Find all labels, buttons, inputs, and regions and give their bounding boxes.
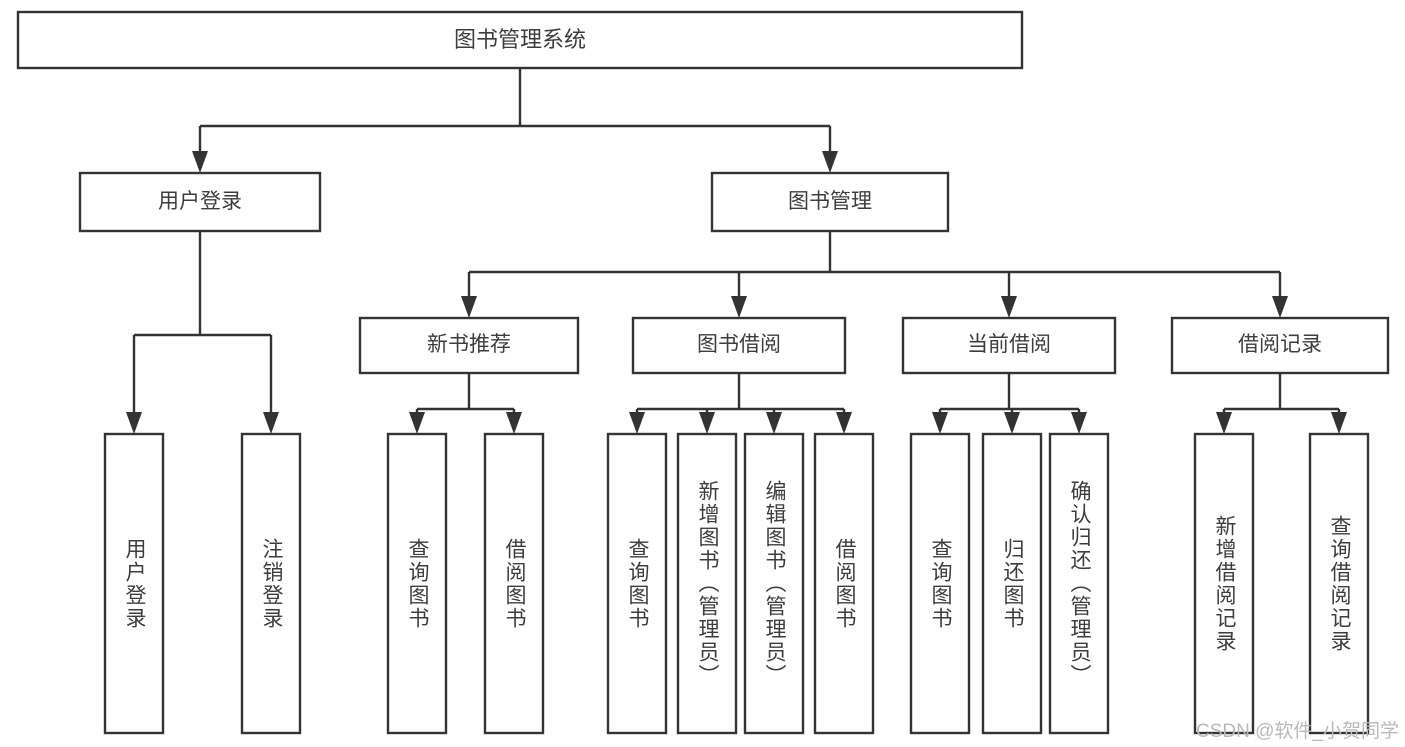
node-leaf-query-book-1[interactable] <box>386 432 448 735</box>
node-root-system[interactable] <box>16 10 1024 70</box>
node-book-borrow[interactable] <box>631 316 847 375</box>
arrow-head-icon <box>461 296 477 318</box>
node-leaf-confirm-return[interactable] <box>1048 432 1110 735</box>
node-borrow-record[interactable] <box>1170 316 1390 375</box>
arrow-head-icon <box>1331 412 1347 434</box>
connectors-layer <box>126 68 1347 434</box>
node-leaf-add-book[interactable] <box>676 432 738 735</box>
arrow-head-icon <box>836 412 852 434</box>
node-leaf-edit-book[interactable] <box>743 432 805 735</box>
node-book-manage[interactable] <box>710 171 950 233</box>
arrow-head-icon <box>506 412 522 434</box>
arrow-head-icon <box>126 412 142 434</box>
node-leaf-query-book-3[interactable] <box>909 432 971 735</box>
arrow-head-icon <box>1216 412 1232 434</box>
node-leaf-query-record[interactable] <box>1308 432 1370 735</box>
arrow-head-icon <box>822 151 838 173</box>
arrow-head-icon <box>1272 296 1288 318</box>
node-leaf-borrow-book-1[interactable] <box>483 432 545 735</box>
arrow-head-icon <box>409 412 425 434</box>
arrow-head-icon <box>1004 412 1020 434</box>
node-leaf-query-book-2[interactable] <box>606 432 668 735</box>
node-user-login[interactable] <box>78 171 322 233</box>
node-current-borrow[interactable] <box>901 316 1117 375</box>
arrow-head-icon <box>263 412 279 434</box>
node-leaf-logout[interactable] <box>240 432 302 735</box>
arrow-head-icon <box>699 412 715 434</box>
arrow-head-icon <box>731 296 747 318</box>
node-boxes-layer <box>16 10 1390 735</box>
node-leaf-borrow-book-2[interactable] <box>813 432 875 735</box>
arrow-head-icon <box>629 412 645 434</box>
arrow-head-icon <box>766 412 782 434</box>
arrow-head-icon <box>1001 296 1017 318</box>
arrow-head-icon <box>932 412 948 434</box>
watermark-text: CSDN @软件_小贺同学 <box>1196 721 1399 742</box>
node-leaf-add-record[interactable] <box>1193 432 1255 735</box>
arrow-head-icon <box>1071 412 1087 434</box>
node-new-book-recommend[interactable] <box>358 316 580 375</box>
node-leaf-return-book[interactable] <box>981 432 1043 735</box>
node-leaf-user-login[interactable] <box>103 432 165 735</box>
arrow-head-icon <box>192 151 208 173</box>
